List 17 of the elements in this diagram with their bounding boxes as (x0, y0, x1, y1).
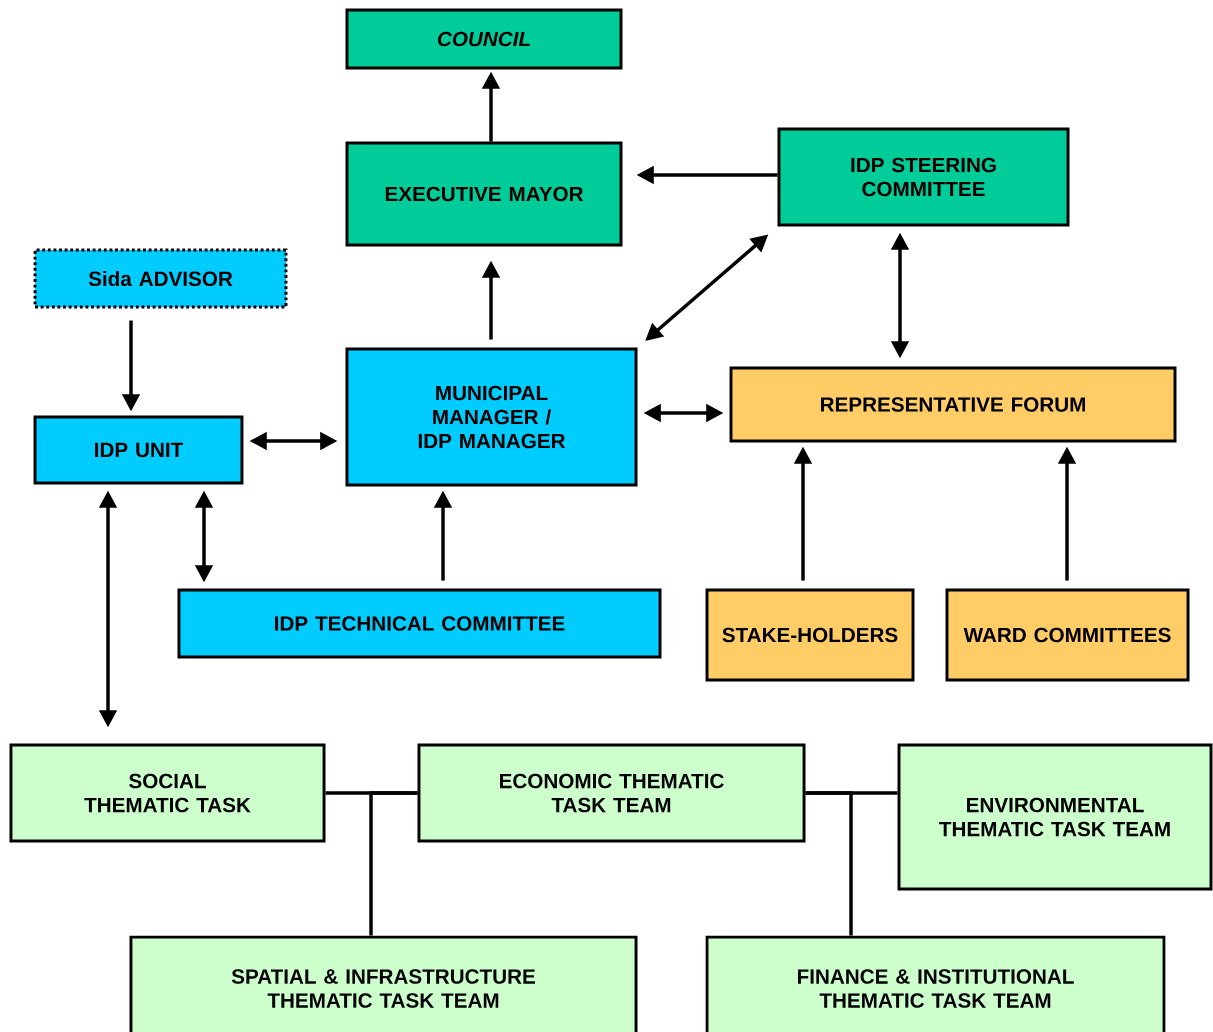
box: ECONOMIC THEMATIC TASK TEAM (417, 743, 806, 843)
box: EXECUTIVE MAYOR (345, 141, 623, 247)
box: IDP STEERING COMMITTEE (777, 127, 1070, 227)
box: ENVIRONMENTAL THEMATIC TASK TEAM (897, 743, 1213, 891)
connector-line (805, 791, 853, 936)
box: IDP UNIT (33, 415, 244, 485)
box: FINANCE & INSTITUTIONAL THEMATIC TASK TEAM (705, 935, 1166, 1032)
box: IDP TECHNICAL COMMITTEE (177, 588, 662, 659)
box: REPRESENTATIVE FORUM (729, 366, 1177, 443)
box: STAKE-HOLDERS (705, 588, 915, 682)
box: Sida ADVISOR (33, 248, 288, 309)
box: MUNICIPAL MANAGER / IDP MANAGER (345, 347, 638, 487)
connector-line (369, 791, 418, 936)
box: COUNCIL (345, 8, 623, 70)
box: WARD COMMITTEES (945, 588, 1190, 682)
box: SOCIAL THEMATIC TASK (9, 743, 326, 843)
box: SPATIAL & INFRASTRUCTURE THEMATIC TASK TEAM (129, 935, 638, 1032)
